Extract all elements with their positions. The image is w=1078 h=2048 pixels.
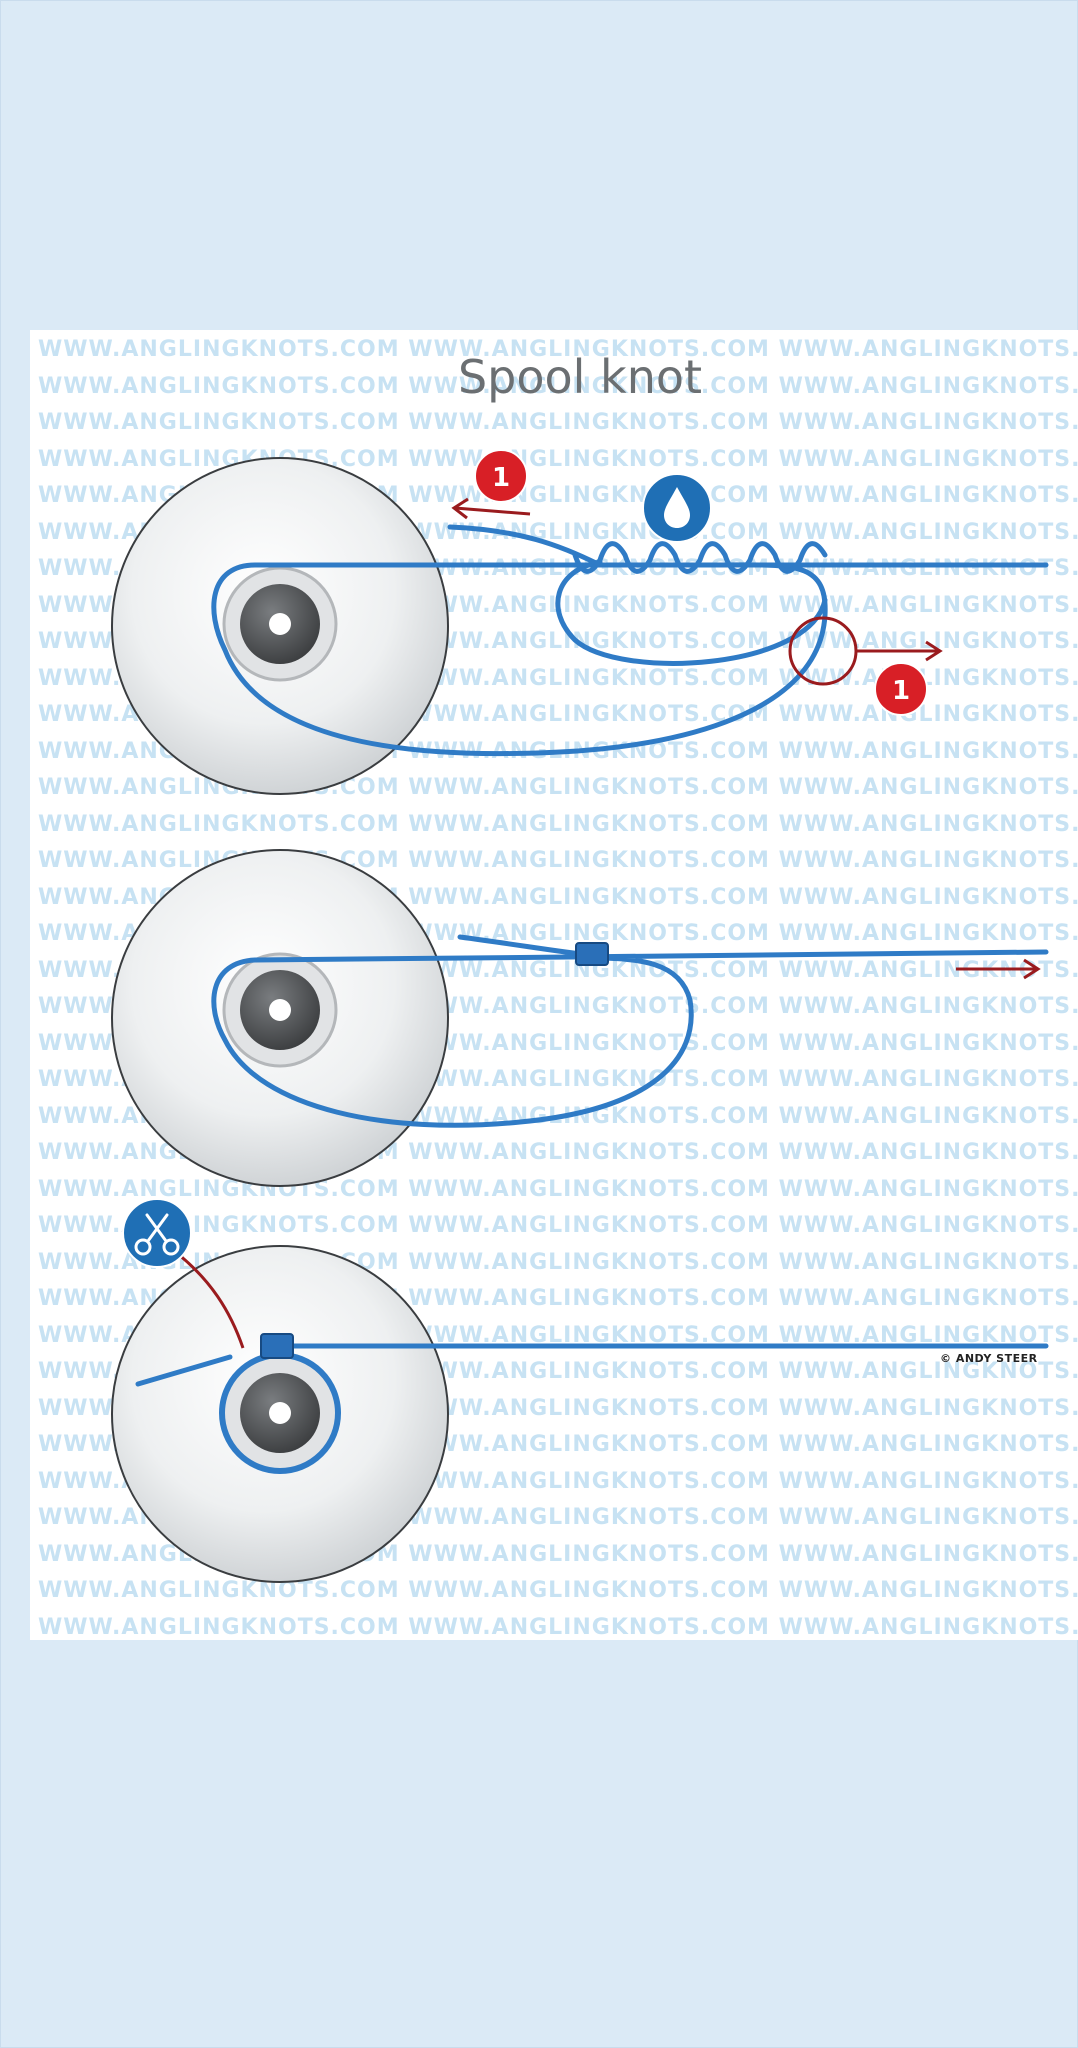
fishing-line <box>135 1343 1049 1387</box>
pull-right-arrow <box>856 640 943 662</box>
svg-text:1: 1 <box>492 463 510 493</box>
step-badge: 1 <box>874 662 928 716</box>
step-3-illustration <box>111 1198 1049 1583</box>
spool <box>111 457 449 795</box>
trim-pointer-line <box>177 1252 245 1349</box>
copyright-credit: © ANDY STEER <box>940 1352 1038 1365</box>
svg-text:1: 1 <box>892 676 910 706</box>
knot-coils <box>575 942 609 966</box>
water-drop-icon <box>642 473 712 543</box>
scissors-icon <box>122 1198 192 1268</box>
knot-coils <box>260 1333 294 1359</box>
fishing-line <box>211 524 1049 757</box>
spool <box>111 849 449 1187</box>
spool <box>111 1245 449 1583</box>
step-badge: 1 <box>474 449 528 503</box>
pull-right-arrow <box>956 958 1041 980</box>
step-1-illustration: 1 1 <box>111 449 1049 795</box>
diagram-title: Spool knot <box>457 350 703 404</box>
pull-left-arrow <box>451 497 531 520</box>
step-2-illustration <box>111 849 1049 1187</box>
